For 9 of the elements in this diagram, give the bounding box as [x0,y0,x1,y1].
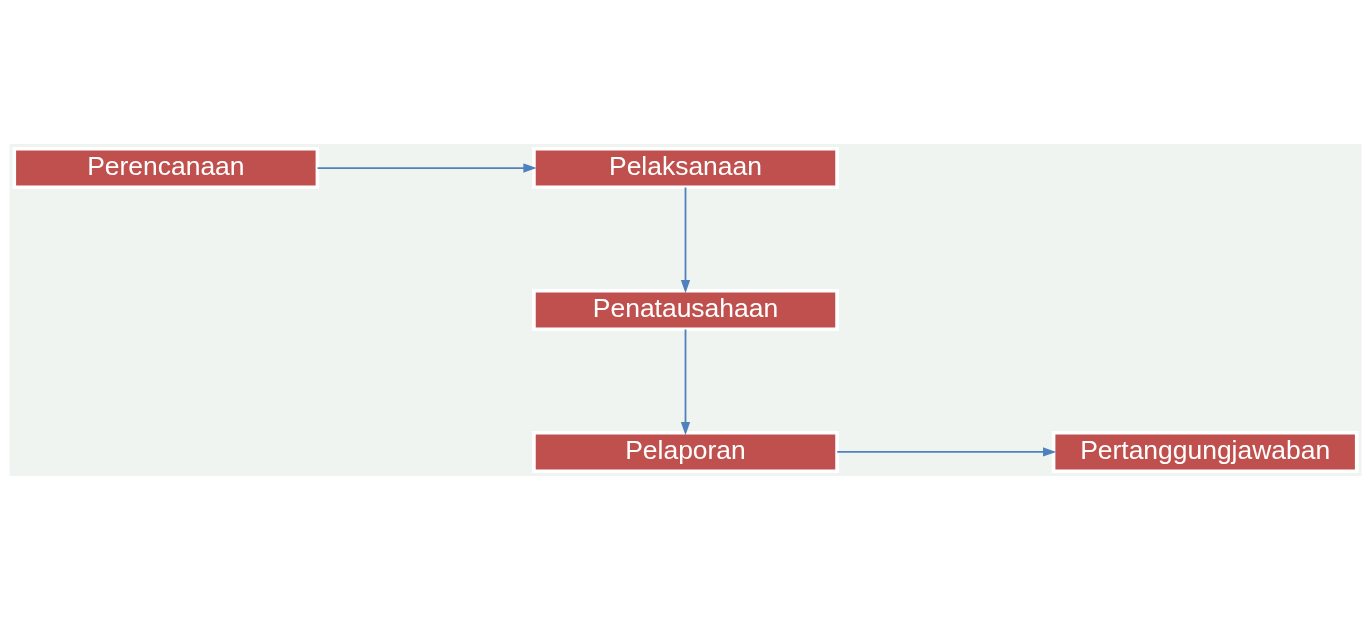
node-box: Penatausahaan [532,288,839,331]
node-box: Perencanaan [12,146,320,189]
arrow [680,186,691,293]
node-box: Pelaksanaan [532,146,839,189]
node-box: Pertanggungjawaban [1051,430,1359,473]
arrow [680,328,691,435]
arrow [836,446,1057,457]
arrow [316,162,537,173]
node-box: Pelaporan [532,430,839,473]
